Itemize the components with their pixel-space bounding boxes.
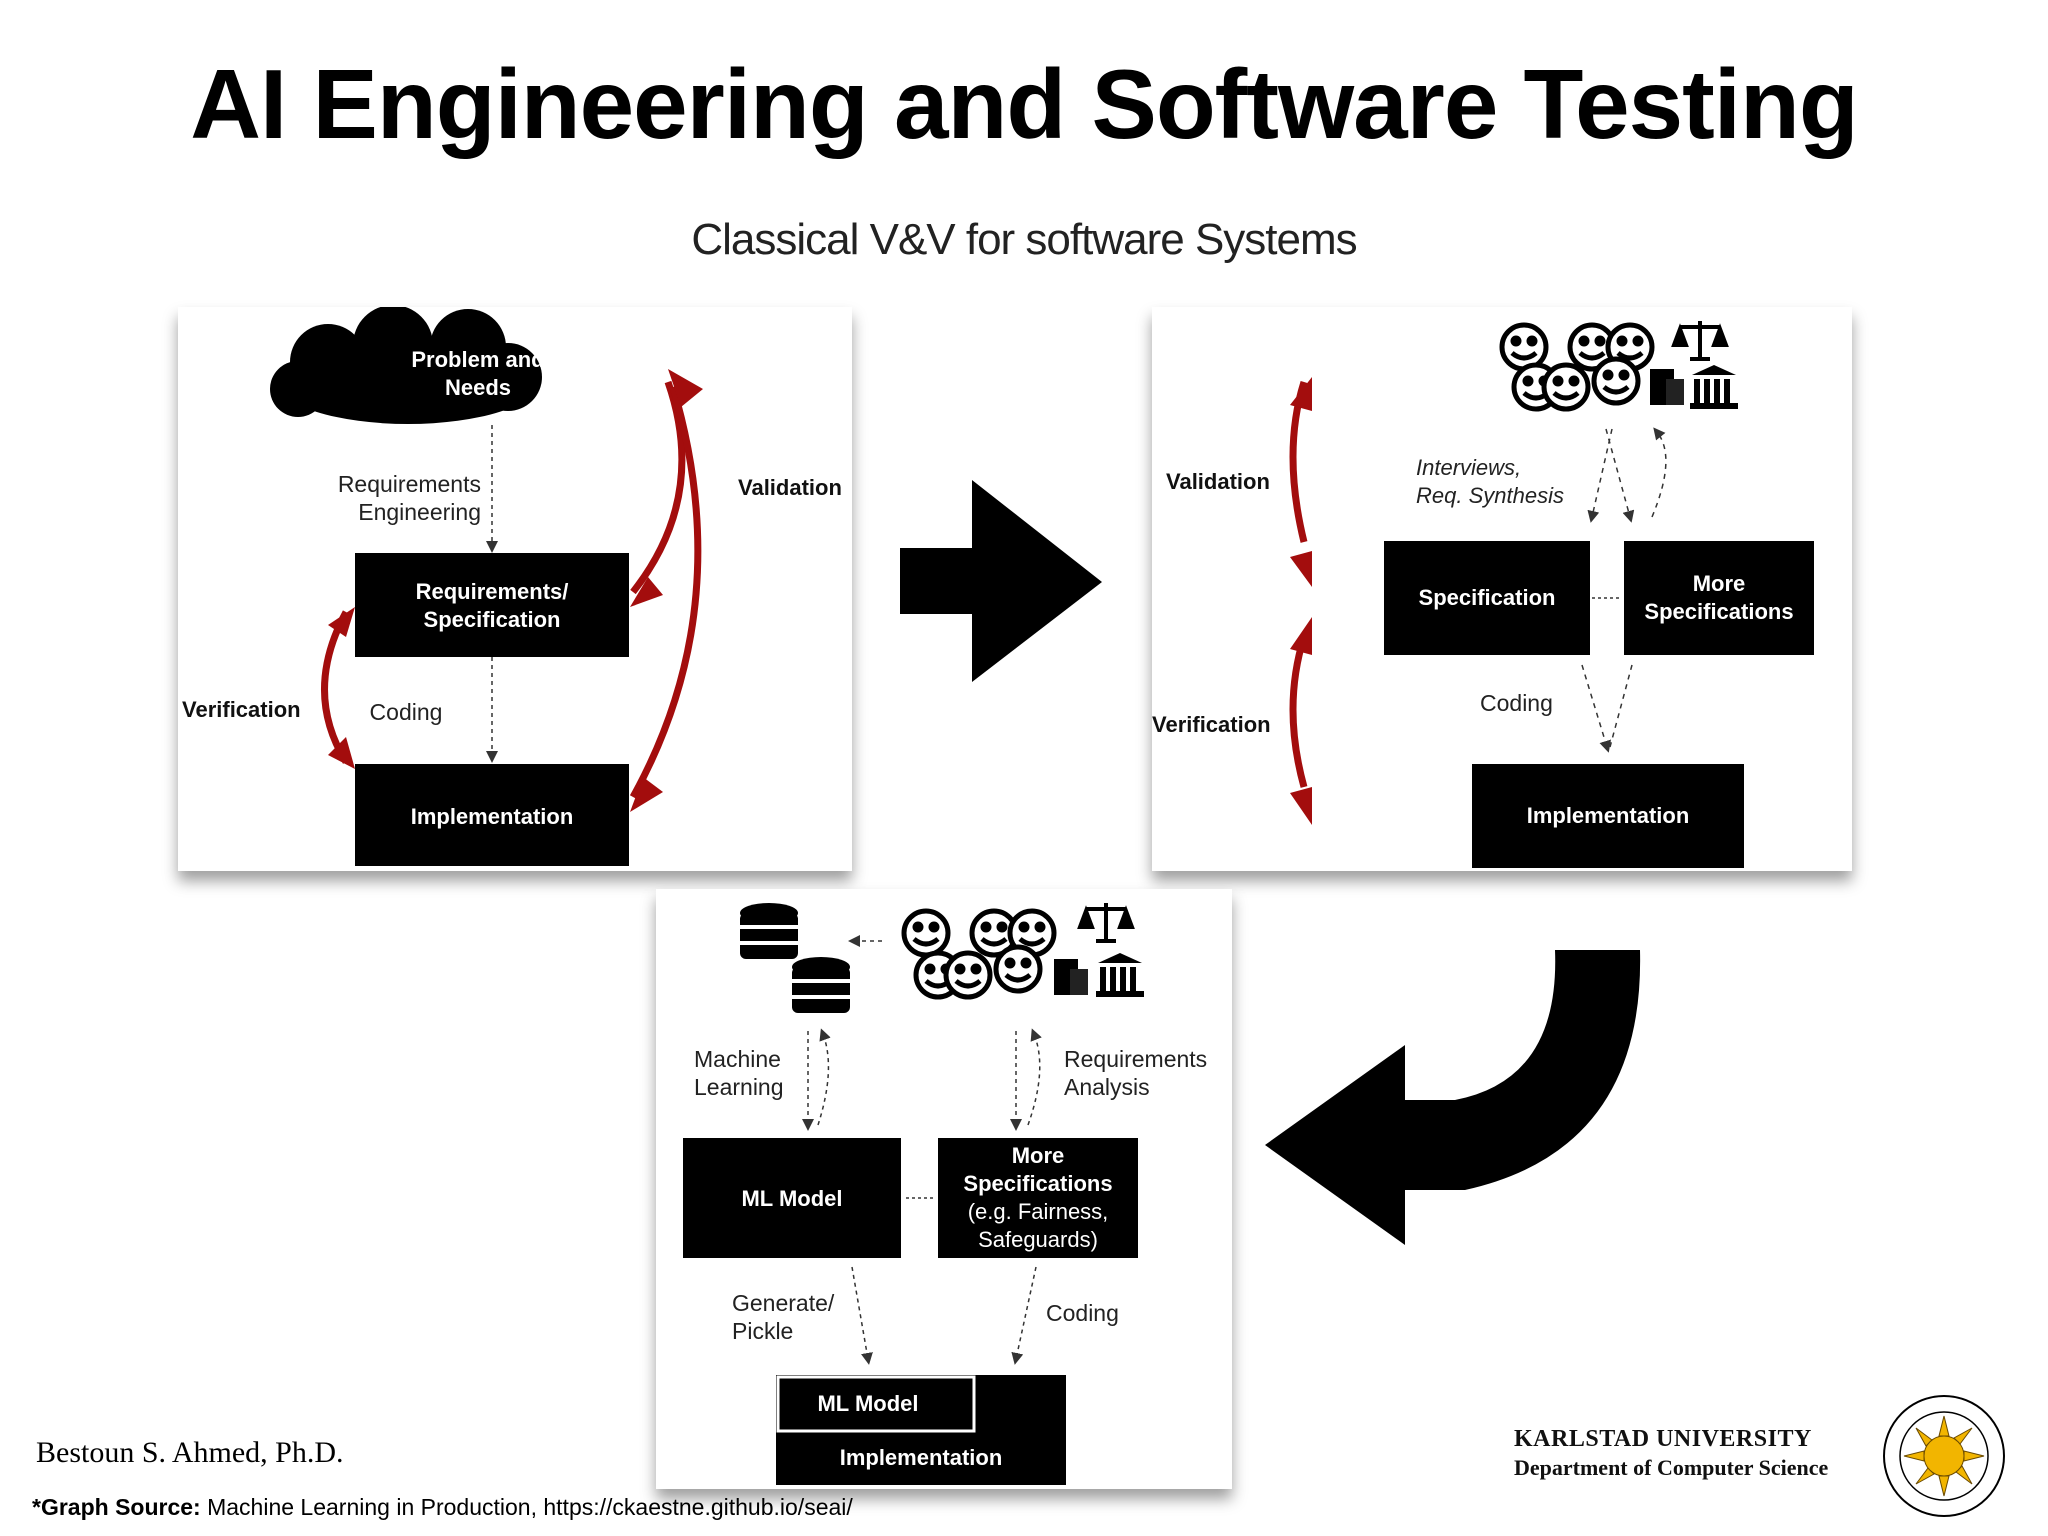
panel-classical-vv: Problem and Needs Requirements Engineeri… [178,307,852,871]
more-specifications-box [1624,541,1814,655]
coding-arrow-1 [1581,664,1611,753]
smiley-face-icon [993,944,1043,994]
interviews-label-1: Interviews, [1416,455,1521,480]
coding-arrow-2 [1609,664,1633,748]
graph-source-label: *Graph Source: [32,1494,201,1520]
verification-label: Verification [1152,712,1271,737]
generate-label-1: Generate/ [732,1290,835,1316]
smiley-face-icon [1541,362,1591,412]
more-spec-label-2: Specifications [963,1171,1112,1196]
feedback-arrow [1651,427,1667,518]
author-name: Bestoun S. Ahmed, Ph.D. [36,1436,344,1469]
interviews-arrow-2 [1605,428,1635,523]
courthouse-icon [1096,953,1144,997]
coding-arrow [1011,1266,1037,1365]
smiley-face-icon [1591,356,1641,406]
cloud-label-1: Problem and [411,347,544,372]
ml-model-label: ML Model [741,1186,842,1211]
database-icon [740,903,798,959]
implementation-box [1472,764,1744,868]
verification-label: Verification [182,697,301,722]
interviews-label-2: Req. Synthesis [1416,483,1564,508]
cloud-label-2: Needs [445,375,511,400]
machine-learning-label-1: Machine [694,1046,781,1072]
more-spec-label-4: Safeguards) [978,1227,1098,1252]
more-spec-label-3: (e.g. Fairness, [968,1199,1109,1224]
req-analysis-label-1: Requirements [1064,1046,1207,1072]
slide-subtitle: Classical V&V for software Systems [691,215,1357,264]
smiley-face-icon [969,908,1019,958]
verification-arrow [1289,617,1312,825]
scales-of-justice-icon [1671,321,1729,361]
ml-model-impl-label: ML Model [817,1391,918,1416]
coding-label: Coding [1480,690,1553,716]
university-name: KARLSTAD UNIVERSITY [1514,1426,1812,1452]
slide-title: AI Engineering and Software Testing [190,49,1858,159]
graph-source-text: Machine Learning in Production, https://… [200,1494,853,1520]
department-name: Department of Computer Science [1514,1455,1829,1480]
panel-ml-system: Machine Learning Requirements Analysis M… [656,889,1232,1489]
ml-model-impl-box [776,1375,976,1433]
ml-model-box [683,1138,901,1258]
implementation-box [355,764,629,866]
implementation-label: Implementation [1527,803,1690,828]
curved-arrow-icon [1265,950,1641,1245]
req-analysis-label-2: Analysis [1064,1074,1150,1100]
validation-arrow [629,369,703,812]
stakeholders-icon [901,908,1057,1000]
generate-label-2: Pickle [732,1318,793,1344]
ml-arrow-up [817,1028,831,1126]
generate-arrow [851,1266,873,1365]
right-arrow-icon [900,480,1102,682]
validation-label: Validation [738,475,842,500]
specification-box [1384,541,1590,655]
implementation-label: Implementation [411,804,574,829]
more-spec-label-1: More [1012,1143,1065,1168]
building-icon [1054,959,1088,995]
database-icon [792,957,850,1013]
validation-label: Validation [1166,469,1270,494]
req-eng-label-1: Requirements [338,471,481,497]
spec-label-2: Specification [424,607,561,632]
smiley-face-icon [1567,322,1617,372]
requirements-specification-box [355,553,629,657]
more-specifications-box [938,1138,1138,1258]
machine-learning-label-2: Learning [694,1074,784,1100]
spec-label-1: Requirements/ [416,579,569,604]
building-icon [1650,369,1684,405]
verification-arrow [321,607,355,769]
smiley-face-icon [1499,322,1549,372]
panel-extended-specs: Interviews, Req. Synthesis Specification… [1152,307,1852,871]
sun-logo-icon [1883,1395,2005,1517]
smiley-face-icon [943,950,993,1000]
specification-label: Specification [1419,585,1556,610]
more-spec-label-2: Specifications [1644,599,1793,624]
validation-arrow [1289,377,1312,587]
graph-source: *Graph Source: Machine Learning in Produ… [32,1494,853,1521]
req-arrow-up [1027,1028,1042,1126]
implementation-label: Implementation [840,1445,1003,1470]
stakeholders-icon [1499,322,1655,412]
more-spec-label-1: More [1693,571,1746,596]
smiley-face-icon [901,908,951,958]
coding-label: Coding [370,699,443,725]
cloud-icon [270,307,542,424]
university-info: KARLSTAD UNIVERSITY Department of Comput… [1514,1426,1828,1481]
coding-label: Coding [1046,1300,1119,1326]
req-eng-label-2: Engineering [358,499,481,525]
scales-of-justice-icon [1077,903,1135,943]
courthouse-icon [1690,365,1738,409]
